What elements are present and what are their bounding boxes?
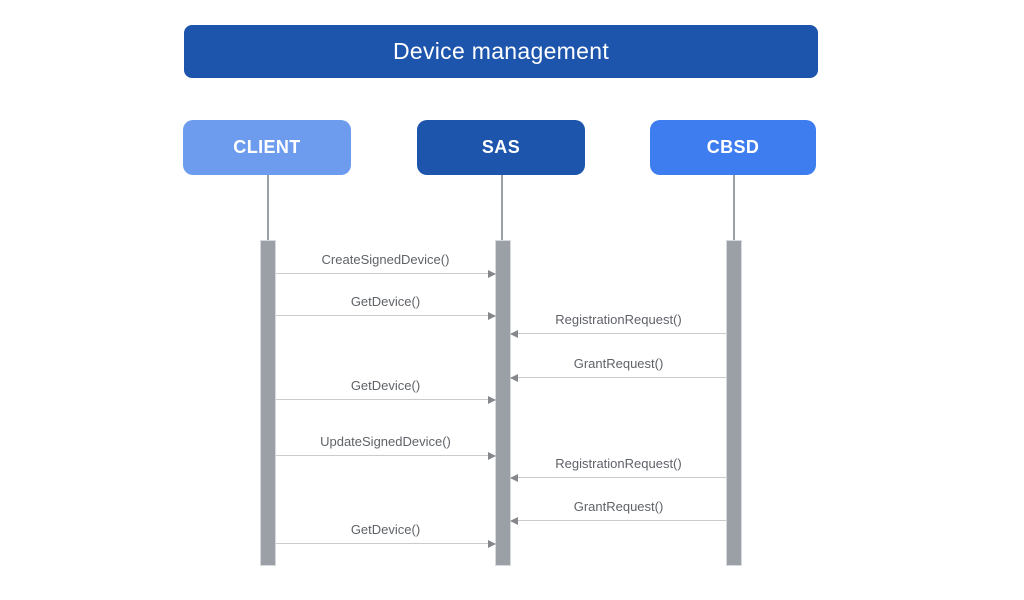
arrow-line bbox=[276, 454, 495, 456]
activation-bar-cbsd bbox=[726, 240, 742, 566]
message-get-device-1: GetDevice() bbox=[276, 288, 496, 320]
arrow-line bbox=[276, 398, 495, 400]
arrowhead-right-icon bbox=[488, 269, 496, 278]
message-grant-request-1: GrantRequest() bbox=[510, 350, 726, 382]
actor-cbsd-label: CBSD bbox=[706, 137, 760, 157]
message-label: CreateSignedDevice() bbox=[321, 252, 450, 267]
message-label: GrantRequest() bbox=[573, 356, 664, 371]
message-registration-request-1: RegistrationRequest() bbox=[510, 306, 726, 338]
activation-bar-client bbox=[260, 240, 276, 566]
arrow-line bbox=[511, 376, 726, 378]
message-label: GrantRequest() bbox=[573, 499, 664, 514]
lifeline-client bbox=[267, 175, 269, 240]
lifeline-cbsd bbox=[733, 175, 735, 240]
message-grant-request-2: GrantRequest() bbox=[510, 493, 726, 525]
arrow-line bbox=[276, 542, 495, 544]
arrowhead-left-icon bbox=[510, 329, 518, 338]
message-label: UpdateSignedDevice() bbox=[320, 434, 451, 449]
actor-cbsd: CBSD bbox=[650, 120, 816, 175]
arrowhead-left-icon bbox=[510, 473, 518, 482]
arrow-line bbox=[276, 272, 495, 274]
actor-sas-label: SAS bbox=[481, 137, 521, 157]
actor-client: CLIENT bbox=[183, 120, 351, 175]
message-label: GetDevice() bbox=[350, 378, 421, 393]
message-create-signed-device: CreateSignedDevice() bbox=[276, 246, 496, 278]
arrowhead-right-icon bbox=[488, 451, 496, 460]
message-get-device-3: GetDevice() bbox=[276, 516, 496, 548]
actor-client-label: CLIENT bbox=[233, 137, 301, 157]
arrow-line bbox=[511, 519, 726, 521]
arrow-line bbox=[276, 314, 495, 316]
diagram-title-banner: Device management bbox=[184, 25, 818, 78]
message-update-signed-device: UpdateSignedDevice() bbox=[276, 428, 496, 460]
arrow-line bbox=[511, 476, 726, 478]
message-get-device-2: GetDevice() bbox=[276, 372, 496, 404]
lifeline-sas bbox=[501, 175, 503, 240]
message-label: RegistrationRequest() bbox=[555, 312, 682, 327]
activation-bar-sas bbox=[495, 240, 511, 566]
arrowhead-right-icon bbox=[488, 539, 496, 548]
message-label: RegistrationRequest() bbox=[555, 456, 682, 471]
arrow-line bbox=[511, 332, 726, 334]
message-label: GetDevice() bbox=[350, 522, 421, 537]
arrowhead-right-icon bbox=[488, 311, 496, 320]
message-registration-request-2: RegistrationRequest() bbox=[510, 450, 726, 482]
diagram-title: Device management bbox=[392, 38, 610, 64]
arrowhead-right-icon bbox=[488, 395, 496, 404]
arrowhead-left-icon bbox=[510, 373, 518, 382]
message-label: GetDevice() bbox=[350, 294, 421, 309]
actor-sas: SAS bbox=[417, 120, 585, 175]
arrowhead-left-icon bbox=[510, 516, 518, 525]
